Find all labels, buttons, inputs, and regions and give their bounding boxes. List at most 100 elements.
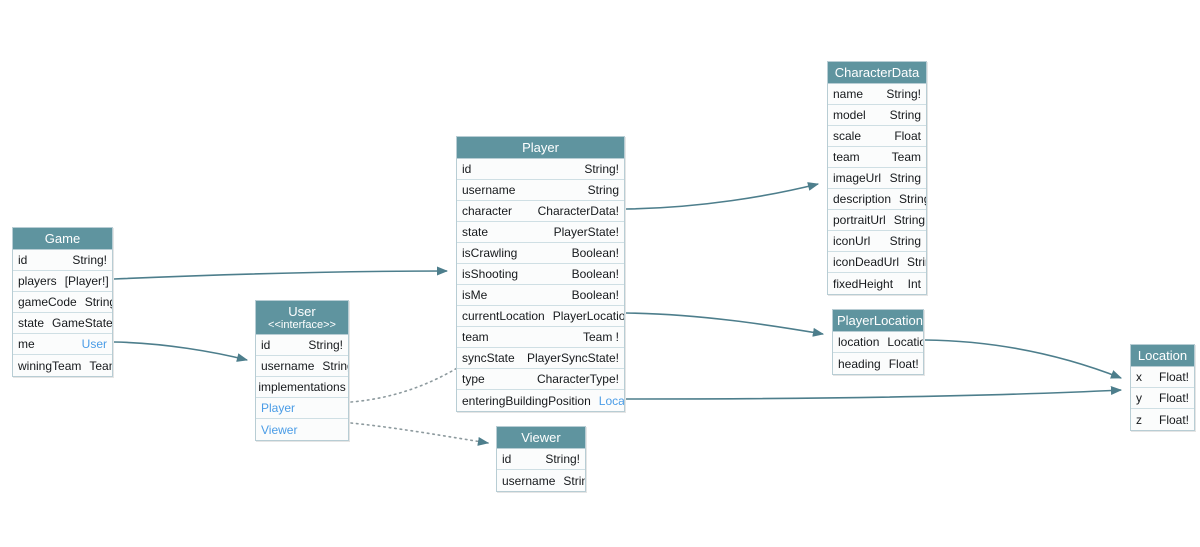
edge-game-me-to-user <box>113 341 249 362</box>
field-name: imageUrl <box>833 171 882 185</box>
field-row[interactable]: gameCode String! <box>13 292 112 313</box>
field-name: id <box>261 338 271 352</box>
field-row[interactable]: state GameState! <box>13 313 112 334</box>
field-row[interactable]: id String! <box>13 250 112 271</box>
field-row[interactable]: username String <box>497 470 585 491</box>
field-type: String <box>587 183 619 197</box>
field-name: character <box>462 204 513 218</box>
field-name: me <box>18 337 35 351</box>
field-type: PlayerLocation! <box>545 309 624 323</box>
field-row[interactable]: team Team ! <box>457 327 624 348</box>
field-row[interactable]: currentLocation PlayerLocation! <box>457 306 624 327</box>
field-name: id <box>502 452 512 466</box>
field-name: scale <box>833 129 862 143</box>
field-row[interactable]: team Team <box>828 147 926 168</box>
entity-characterdata[interactable]: CharacterData name String! model String … <box>827 61 927 295</box>
field-type[interactable]: Location <box>598 393 624 408</box>
entity-location[interactable]: Location x Float! y Float! z Float! <box>1130 344 1195 431</box>
field-row[interactable]: username String <box>457 180 624 201</box>
field-type: String! <box>84 295 112 309</box>
implementation-viewer[interactable]: Viewer <box>261 422 298 437</box>
entity-viewer[interactable]: Viewer id String! username String <box>496 426 586 492</box>
field-row[interactable]: y Float! <box>1131 388 1194 409</box>
field-row[interactable]: isShooting Boolean! <box>457 264 624 285</box>
field-name: syncState <box>462 351 515 365</box>
field-type: Team ! <box>582 330 619 344</box>
implementation-item[interactable]: Viewer <box>256 419 348 440</box>
field-row[interactable]: isMe Boolean! <box>457 285 624 306</box>
field-type[interactable]: User <box>81 337 107 351</box>
field-type: Float! <box>1158 370 1189 384</box>
implementation-player[interactable]: Player <box>261 401 296 415</box>
field-row[interactable]: location Location! <box>833 332 923 353</box>
entity-viewer-title: Viewer <box>497 427 585 449</box>
field-name: isMe <box>462 288 488 302</box>
field-row[interactable]: fixedHeight Int <box>828 273 926 294</box>
field-type: String <box>563 473 585 488</box>
entity-characterdata-title: CharacterData <box>828 62 926 84</box>
field-type-link[interactable]: CharacterData <box>537 204 616 218</box>
field-name: isShooting <box>462 267 519 281</box>
field-name: name <box>833 87 864 101</box>
field-row[interactable]: username String <box>256 356 348 377</box>
field-name: fixedHeight <box>833 276 894 291</box>
field-row[interactable]: id String! <box>256 335 348 356</box>
field-type-link[interactable]: Location <box>887 335 923 349</box>
field-type: String <box>889 171 921 185</box>
edge-player-enteringbuildingposition-to-location <box>625 386 1123 400</box>
field-name: winingTeam <box>18 358 82 373</box>
entity-playerlocation[interactable]: PlayerLocation location Location! headin… <box>832 309 924 375</box>
field-type: Boolean! <box>571 288 619 302</box>
field-row[interactable]: players [Player!] <box>13 271 112 292</box>
field-type-suffix: ! <box>615 204 619 218</box>
field-type: Team <box>89 358 112 373</box>
field-name: team <box>462 330 489 344</box>
field-row[interactable]: model String <box>828 105 926 126</box>
field-name: currentLocation <box>462 309 545 323</box>
field-row[interactable]: winingTeam Team <box>13 355 112 376</box>
implementations-header: implementations <box>256 377 348 398</box>
entity-player-title: Player <box>457 137 624 159</box>
field-type: Float! <box>1158 412 1189 427</box>
field-row[interactable]: syncState PlayerSyncState! <box>457 348 624 369</box>
field-row[interactable]: state PlayerState! <box>457 222 624 243</box>
field-type: Boolean! <box>571 246 619 260</box>
field-type: String <box>889 108 921 122</box>
field-row[interactable]: x Float! <box>1131 367 1194 388</box>
field-type: PlayerSyncState! <box>526 351 619 365</box>
field-type: String! <box>886 87 921 101</box>
field-row[interactable]: type CharacterType! <box>457 369 624 390</box>
field-row[interactable]: scale Float <box>828 126 926 147</box>
entity-user[interactable]: User <<interface>> id String! username S… <box>255 300 349 441</box>
field-row[interactable]: character CharacterData! <box>457 201 624 222</box>
entity-player[interactable]: Player id String! username String charac… <box>456 136 625 412</box>
field-type-link[interactable]: Player <box>68 274 103 288</box>
implementation-item[interactable]: Player <box>256 398 348 419</box>
field-name: state <box>18 316 45 330</box>
field-row[interactable]: heading Float! <box>833 353 923 374</box>
field-type: String <box>907 255 926 269</box>
field-row[interactable]: z Float! <box>1131 409 1194 430</box>
field-type: PlayerState! <box>553 225 619 239</box>
field-row[interactable]: id String! <box>497 449 585 470</box>
entity-playerlocation-title: PlayerLocation <box>833 310 923 332</box>
field-row[interactable]: enteringBuildingPosition Location <box>457 390 624 411</box>
field-type: Float! <box>888 356 919 371</box>
field-row[interactable]: description String <box>828 189 926 210</box>
field-row[interactable]: iconUrl String <box>828 231 926 252</box>
field-row[interactable]: id String! <box>457 159 624 180</box>
field-row[interactable]: imageUrl String <box>828 168 926 189</box>
entity-game[interactable]: Game id String! players [Player!] gameCo… <box>12 227 113 377</box>
field-name: z <box>1136 412 1142 427</box>
field-type-link[interactable]: PlayerLocation <box>552 309 624 323</box>
field-name: type <box>462 372 485 386</box>
field-type: String! <box>584 162 619 176</box>
field-type: GameState! <box>52 316 112 330</box>
field-row[interactable]: portraitUrl String <box>828 210 926 231</box>
entity-user-name: User <box>288 304 316 319</box>
field-row[interactable]: iconDeadUrl String <box>828 252 926 273</box>
field-name: enteringBuildingPosition <box>462 393 591 408</box>
field-row[interactable]: name String! <box>828 84 926 105</box>
field-row[interactable]: me User <box>13 334 112 355</box>
field-row[interactable]: isCrawling Boolean! <box>457 243 624 264</box>
